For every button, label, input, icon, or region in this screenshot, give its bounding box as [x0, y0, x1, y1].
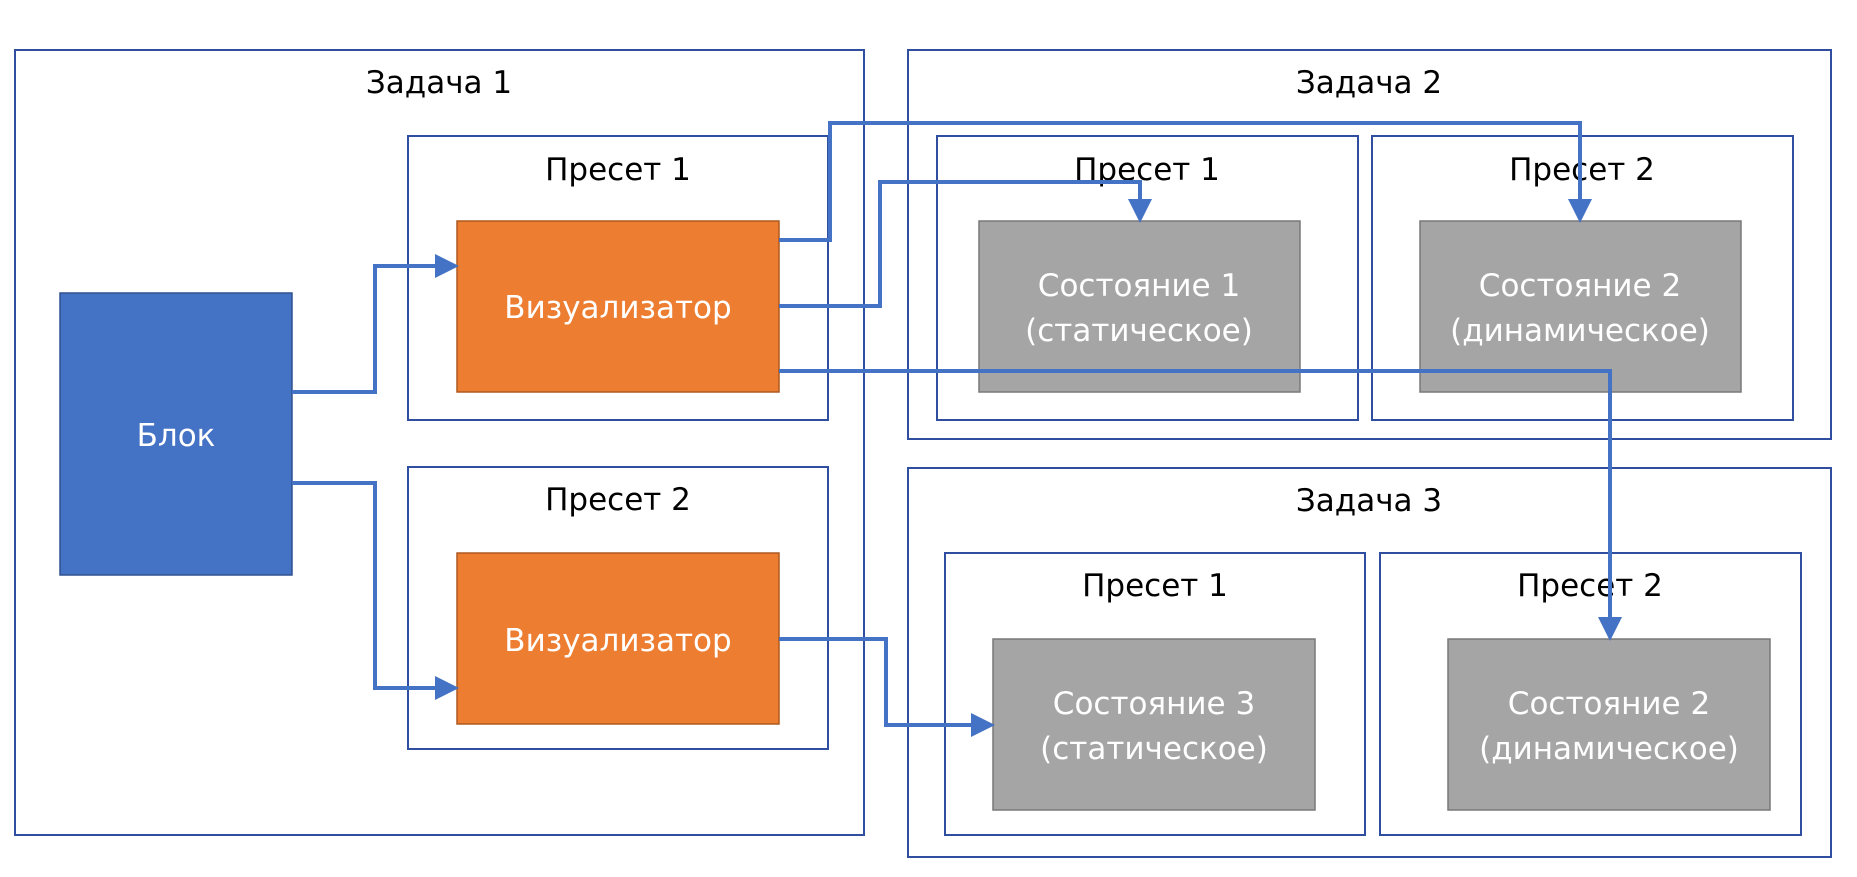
state-4-line1: Состояние 2 [1508, 686, 1710, 722]
state-1-line1: Состояние 1 [1038, 268, 1240, 304]
visualizer-1-box [456, 220, 780, 393]
task3-preset2-title: Пресет 2 [1517, 568, 1663, 604]
arrow-visualizer-1-to-state-2 [779, 121, 1592, 242]
arrow-block-to-visualizer-1 [292, 254, 459, 394]
task1-preset2-title: Пресет 2 [545, 482, 691, 518]
arrow-visualizer-2-to-state-3 [779, 637, 995, 737]
block-label: Блок [137, 418, 216, 454]
task1-title: Задача 1 [366, 65, 512, 101]
task3-preset1-title: Пресет 1 [1082, 568, 1228, 604]
arrow-visualizer-1-to-state-1 [779, 180, 1152, 308]
task2-frame [907, 49, 1832, 440]
state-4-box [1447, 638, 1771, 811]
visualizer-1-label: Визуализатор [504, 290, 731, 326]
task3-preset2-frame [1379, 552, 1802, 836]
state-4-line2: (динамическое) [1479, 731, 1739, 767]
task3-preset1-frame [944, 552, 1366, 836]
task3-frame [907, 467, 1832, 858]
task3-title: Задача 3 [1296, 483, 1442, 519]
state-1-line2: (статическое) [1025, 313, 1253, 349]
block-box [59, 292, 293, 576]
state-2-box [1419, 220, 1742, 393]
arrow-visualizer-1-to-state-4 [779, 369, 1622, 641]
state-3-line2: (статическое) [1040, 731, 1268, 767]
task2-preset2-frame [1371, 135, 1794, 421]
state-2-line2: (динамическое) [1450, 313, 1710, 349]
task1-frame [14, 49, 865, 836]
state-3-line1: Состояние 3 [1053, 686, 1255, 722]
visualizer-2-label: Визуализатор [504, 623, 731, 659]
arrow-block-to-visualizer-2 [292, 481, 459, 700]
task2-title: Задача 2 [1296, 65, 1442, 101]
visualizer-2-box [456, 552, 780, 725]
state-1-box [978, 220, 1301, 393]
task1-preset1-title: Пресет 1 [545, 152, 691, 188]
state-2-line1: Состояние 2 [1479, 268, 1681, 304]
state-3-box [992, 638, 1316, 811]
task1-preset2-frame [407, 466, 829, 750]
task1-preset1-frame [407, 135, 829, 421]
task2-preset1-frame [936, 135, 1359, 421]
